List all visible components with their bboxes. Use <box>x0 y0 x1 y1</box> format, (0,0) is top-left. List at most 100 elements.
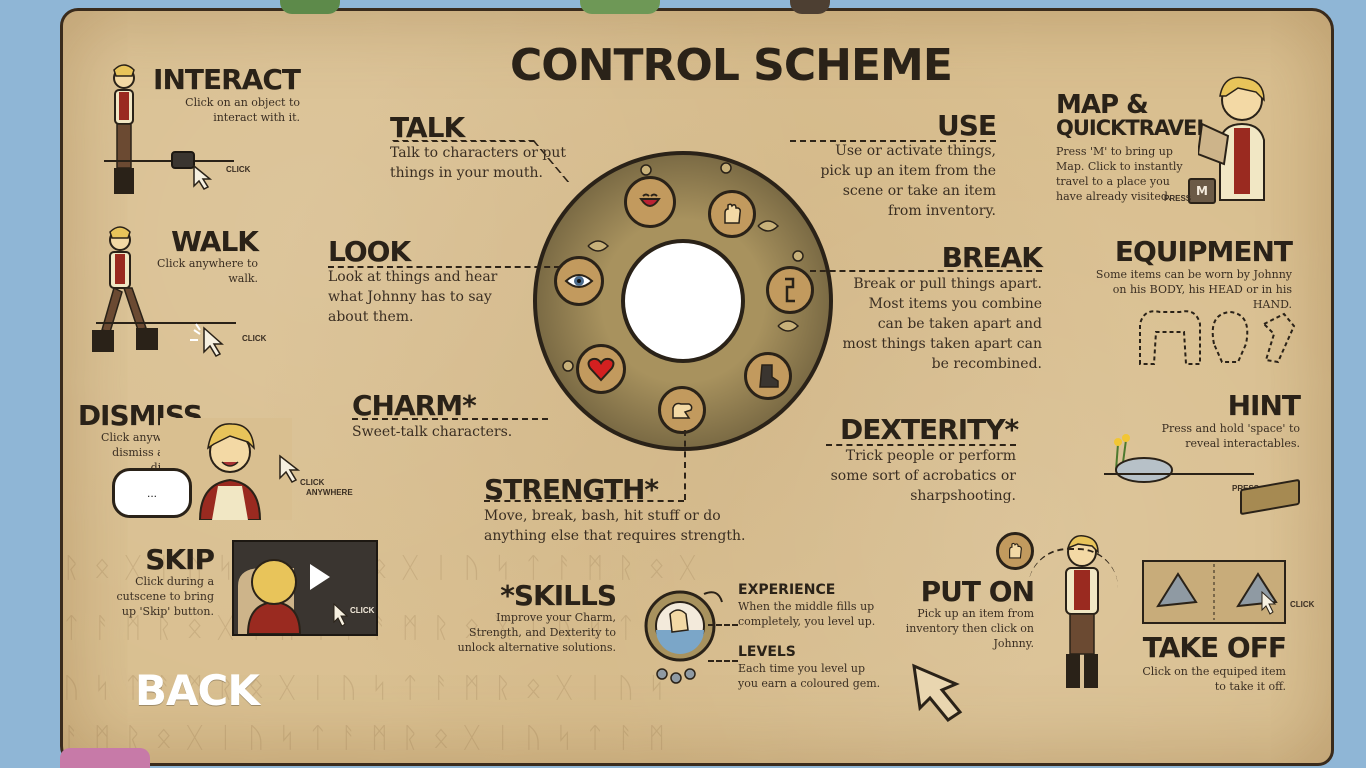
levels-heading: LEVELS <box>738 644 796 660</box>
skip-heading: SKIP <box>145 543 215 576</box>
hat-item-icon <box>1156 572 1198 608</box>
skills-description: Improve your Charm, Strength, and Dexter… <box>457 611 616 654</box>
large-cursor-icon <box>912 663 963 722</box>
map-description: Press 'M' to bring up Map. Click to inst… <box>1056 145 1183 203</box>
put-on-heading: PUT ON <box>920 575 1035 608</box>
hand-glyph <box>1009 542 1022 559</box>
leader-line <box>708 624 738 626</box>
hint-heading: HINT <box>1227 389 1301 422</box>
head-slot-icon <box>1211 310 1249 363</box>
use-heading: USE <box>936 109 997 142</box>
experience-description: When the middle fills up completely, you… <box>738 600 876 628</box>
break-heading: BREAK <box>941 241 1043 274</box>
rune-decoration: ᚨᛗᚱᛟᚷᛁᚢᛋᛏᚨᛗᚱᛟᚷᛁᚢᛋᛏᚨᛗ <box>63 721 680 754</box>
eye-icon[interactable] <box>554 256 604 306</box>
johnny-walking-figure <box>92 226 158 352</box>
map-heading: MAP & <box>1056 90 1149 120</box>
background-foliage <box>790 0 830 14</box>
click-cue-label: CLICK <box>1290 600 1315 609</box>
equipment-description: Some items can be worn by Johnny on his … <box>1095 268 1292 311</box>
leader-line <box>790 140 996 142</box>
leader-line <box>708 660 738 662</box>
object-and-cursor-icon <box>171 151 213 190</box>
background-flowers <box>60 748 150 768</box>
play-icon <box>310 564 330 590</box>
cutscene-scene <box>234 542 376 635</box>
page-title: CONTROL SCHEME <box>510 40 953 91</box>
take-off-heading: TAKE OFF <box>1142 631 1287 664</box>
background-foliage <box>280 0 340 14</box>
leader-line <box>826 444 1016 446</box>
cutscene-panel <box>232 540 378 636</box>
skills-heading: *SKILLS <box>500 579 617 612</box>
background-foliage <box>580 0 660 14</box>
m-key-icon: M <box>1188 178 1216 204</box>
break-icon[interactable] <box>766 266 814 314</box>
mouth-glyph <box>639 193 661 207</box>
cursor-click-icon <box>279 454 301 483</box>
skip-description: Click during a cutscene to bring up 'Ski… <box>116 575 214 618</box>
hand-icon <box>996 532 1034 570</box>
experience-heading: EXPERIENCE <box>738 582 836 598</box>
johnny-figure <box>113 64 135 194</box>
walk-description: Click anywhere to walk. <box>157 257 258 285</box>
talk-heading: TALK <box>390 111 465 144</box>
heart-icon[interactable] <box>576 344 626 394</box>
hint-scene <box>1104 434 1254 483</box>
skill-gauge-icon <box>644 590 723 684</box>
body-slot-icon <box>1139 310 1201 365</box>
take-off-description: Click on the equiped item to take it off… <box>1142 665 1286 693</box>
rune-decoration: ᚢᛋᛏᚨᛗᚱᛟᚷᛁᚢᛋᛏᚨᛗᚱᛟᚷᛁᚢᛋ <box>63 671 680 704</box>
strength-description: Move, break, bash, hit stuff or do anyth… <box>484 508 746 544</box>
use-description: Use or activate things, pick up an item … <box>820 143 996 219</box>
fist-icon[interactable] <box>658 386 706 434</box>
boot-icon[interactable] <box>744 352 792 400</box>
dialogue-bubble[interactable]: ... <box>112 468 192 518</box>
put-on-description: Pick up an item from inventory then clic… <box>905 607 1034 650</box>
hint-description: Press and hold 'space' to reveal interac… <box>1161 422 1300 450</box>
inventory-strip <box>1142 560 1286 624</box>
leader-line <box>484 500 684 502</box>
charm-heading: CHARM* <box>352 389 477 422</box>
break-glyph <box>785 277 795 303</box>
click-cue-label: CLICK <box>350 606 375 615</box>
equipment-heading: EQUIPMENT <box>1114 235 1293 268</box>
equipment-slots <box>1139 310 1296 365</box>
eye-glyph <box>564 274 594 288</box>
inventory-items <box>1156 564 1278 620</box>
levels-description: Each time you level up you earn a colour… <box>738 662 881 690</box>
press-cue-label: PRESS <box>1164 194 1192 203</box>
break-description: Break or pull things apart. Most items y… <box>842 276 1042 372</box>
ground-line <box>104 160 234 162</box>
dexterity-description: Trick people or perform some sort of acr… <box>830 448 1016 504</box>
leader-line <box>352 418 548 420</box>
johnny-map-figure <box>1198 76 1265 201</box>
fist-glyph <box>672 402 693 419</box>
interact-heading: INTERACT <box>153 63 301 96</box>
boot-glyph <box>759 364 779 388</box>
heart-glyph <box>587 357 615 382</box>
click-cue-label: CLICK <box>226 165 251 174</box>
dexterity-heading: DEXTERITY* <box>840 413 1019 446</box>
leader-line <box>810 270 1042 272</box>
click-cue-label: CLICK <box>300 478 325 487</box>
mouth-icon[interactable] <box>624 176 676 228</box>
quicktravel-heading: QUICKTRAVEL <box>1056 116 1210 140</box>
ground-line <box>96 322 236 324</box>
hand-icon[interactable] <box>708 190 756 238</box>
click-cue-label: CLICK <box>242 334 267 343</box>
leader-line <box>684 430 686 500</box>
back-button[interactable]: BACK <box>135 666 260 715</box>
charm-description: Sweet-talk characters. <box>352 424 513 440</box>
talk-description: Talk to characters or put things in your… <box>390 145 567 181</box>
hand-glyph <box>724 203 741 224</box>
interact-description: Click on an object to interact with it. <box>185 96 300 124</box>
hand-slot-icon <box>1262 312 1296 364</box>
look-description: Look at things and hear what Johnny has … <box>328 269 498 325</box>
walk-heading: WALK <box>171 225 259 258</box>
rune-decoration: ᚱᛟᚷᛁᚢᛋᛏᚨᛗᚱᛟᚷᛁᚢᛋᛏᚨᛗᚱᛟᚷ <box>63 551 710 584</box>
anywhere-cue-label: ANYWHERE <box>306 488 353 497</box>
strength-heading: STRENGTH* <box>484 473 659 506</box>
cursor-click-icon <box>190 323 224 357</box>
leader-line <box>328 266 560 268</box>
